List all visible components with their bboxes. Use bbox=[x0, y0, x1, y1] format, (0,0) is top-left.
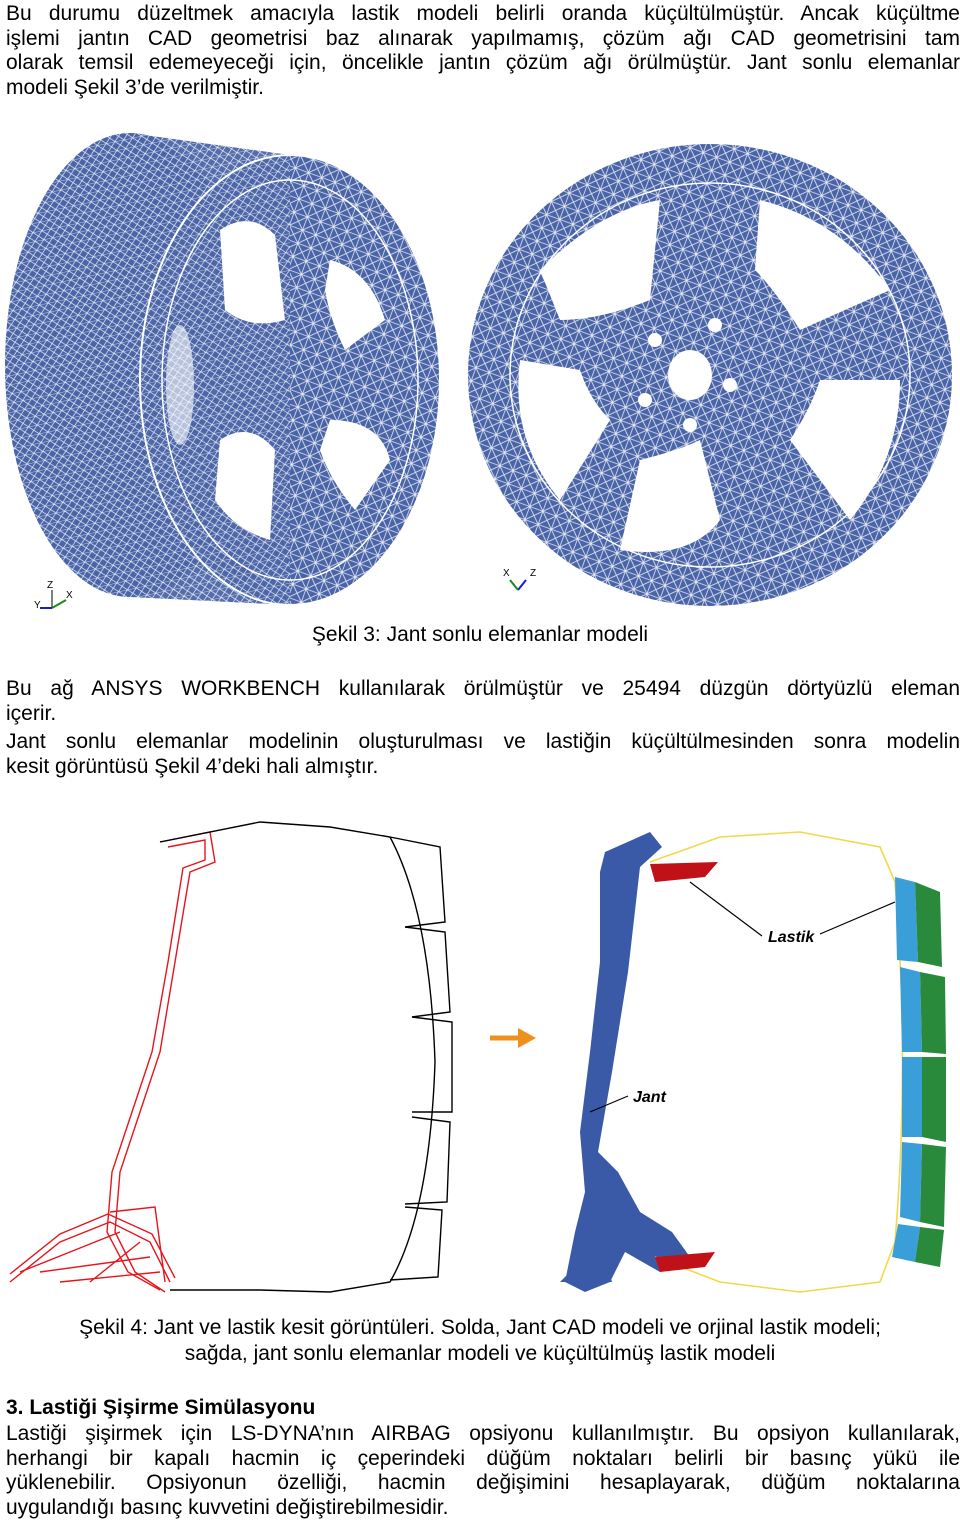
left-axis-y-label: Y bbox=[34, 600, 41, 610]
para2-line-2: içerir. bbox=[6, 701, 57, 725]
cad-rim-section bbox=[9, 831, 216, 1293]
left-axis-x-label: X bbox=[66, 590, 73, 601]
right-axis-z-label: Z bbox=[530, 568, 536, 579]
section3-line-3: yüklenebilir. Opsiyonun özelliği, hacmin… bbox=[6, 1471, 960, 1495]
rim-front-view bbox=[466, 142, 954, 608]
para3-line-2: kesit görüntüsü Şekil 4’deki hali almışt… bbox=[6, 754, 379, 778]
label-jant: Jant bbox=[633, 1089, 667, 1106]
section3-paragraph: Lastiği şişirmek için LS-DYNA’nın AIRBAG… bbox=[6, 1422, 960, 1520]
section3-line-1: Lastiği şişirmek için LS-DYNA’nın AIRBAG… bbox=[6, 1422, 960, 1445]
right-axis-x-label: X bbox=[503, 568, 510, 579]
lower-bead bbox=[655, 1252, 715, 1272]
rim-side-view bbox=[5, 133, 441, 606]
figure4-caption-line-1: Şekil 4: Jant ve lastik kesit görüntüler… bbox=[79, 1316, 881, 1339]
right-axis-triad: X Z bbox=[503, 568, 536, 591]
label-lastik: Lastik bbox=[768, 929, 815, 946]
intro-line-4: modeli Şekil 3’de verilmiştir. bbox=[6, 75, 264, 99]
paragraph-section-view: Jant sonlu elemanlar modelinin oluşturul… bbox=[6, 730, 960, 779]
section3-heading: 3. Lastiği Şişirme Simülasyonu bbox=[6, 1396, 316, 1419]
intro-line-3: olarak temsil edemeyeceği için, öncelikl… bbox=[6, 51, 960, 75]
lastik-label-group: Lastik bbox=[689, 881, 896, 946]
left-axis-z-label: Z bbox=[47, 580, 53, 591]
intro-paragraph: Bu durumu düzeltmek amacıyla lastik mode… bbox=[6, 2, 960, 100]
paragraph-ansys: Bu ağ ANSYS WORKBENCH kullanılarak örülm… bbox=[6, 677, 960, 726]
transform-arrow bbox=[490, 1028, 536, 1048]
figure3-caption: Şekil 3: Jant sonlu elemanlar modeli bbox=[311, 623, 649, 646]
section3-line-2: herhangi bir kapalı hacmin iç çeperindek… bbox=[6, 1446, 960, 1470]
figure3-rim-mesh-images: Z Y X X Z bbox=[5, 133, 954, 610]
original-tire-section bbox=[159, 821, 453, 1293]
fe-rim-section bbox=[560, 832, 690, 1292]
section3-line-4: uygulandığı basınç kuvvetini değiştirebi… bbox=[6, 1495, 449, 1519]
upper-bead bbox=[650, 862, 718, 882]
intro-line-2: işlemi jantın CAD geometrisi baz alınara… bbox=[6, 26, 960, 50]
intro-line-1: Bu durumu düzeltmek amacıyla lastik mode… bbox=[6, 2, 960, 25]
figure4-cross-sections: Lastik Jant bbox=[9, 821, 946, 1293]
para2-line-1: Bu ağ ANSYS WORKBENCH kullanılarak örülm… bbox=[6, 677, 960, 700]
shrunk-tire-section bbox=[649, 831, 946, 1293]
left-axis-triad: Z Y X bbox=[34, 580, 73, 610]
jant-label-group: Jant bbox=[589, 1089, 667, 1113]
figure4-caption-line-2: sağda, jant sonlu elemanlar modeli ve kü… bbox=[184, 1342, 776, 1365]
figure4-caption: Şekil 4: Jant ve lastik kesit görüntüler… bbox=[0, 1315, 960, 1367]
para3-line-1: Jant sonlu elemanlar modelinin oluşturul… bbox=[6, 730, 960, 753]
